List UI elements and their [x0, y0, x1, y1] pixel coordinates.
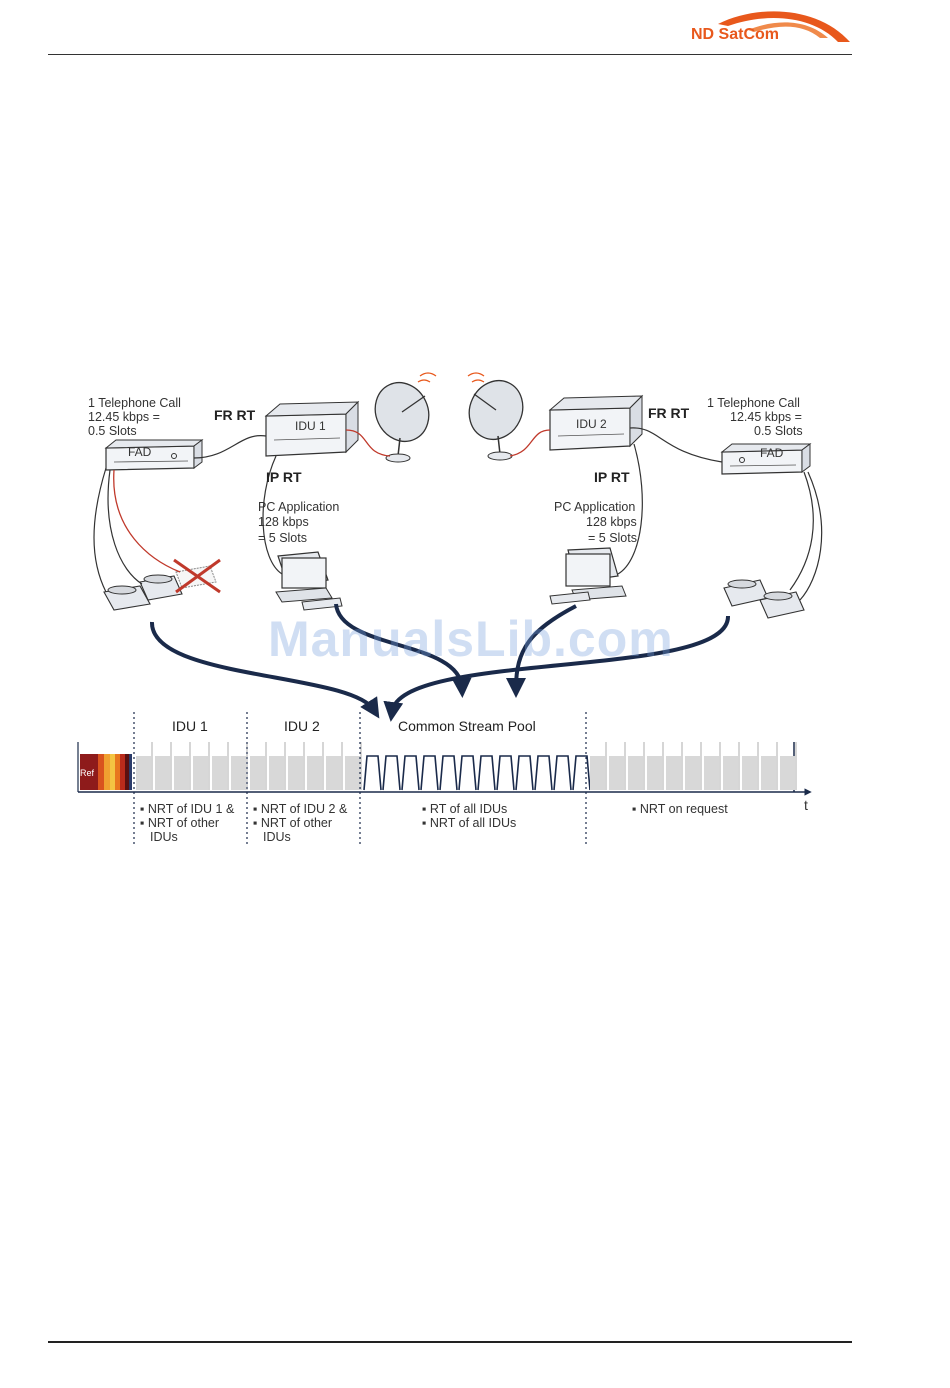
- time-axis-label: t: [804, 797, 808, 813]
- slot: [231, 756, 246, 790]
- slot: [288, 756, 303, 790]
- left-satellite-dish-icon: [374, 372, 437, 463]
- right-pc-line2: 128 kbps: [586, 515, 637, 529]
- slot: [326, 756, 341, 790]
- slot: [723, 756, 738, 790]
- slot: [155, 756, 170, 790]
- grey-slots: [136, 742, 362, 790]
- pool-slots: [363, 755, 591, 791]
- header-divider: [48, 54, 852, 55]
- slot: [250, 756, 265, 790]
- slot: [666, 756, 681, 790]
- reference-burst-icon: [80, 754, 132, 790]
- brand-name: ND SatCom: [691, 26, 780, 43]
- pool-slot: [420, 755, 439, 791]
- slot: [174, 756, 189, 790]
- segment-pool-label: Common Stream Pool: [398, 718, 536, 734]
- right-pc-icon: [549, 547, 627, 605]
- right-idu-label: IDU 2: [576, 417, 607, 431]
- slot: [193, 756, 208, 790]
- segment-idu1-label: IDU 1: [172, 718, 208, 734]
- right-fr-rt-label: FR RT: [648, 405, 690, 421]
- note-idu2-line3: IDUs: [263, 830, 291, 844]
- pool-slot: [496, 755, 515, 791]
- left-pc-line3: = 5 Slots: [258, 531, 307, 545]
- note-idu1-line2: ▪ NRT of other: [140, 816, 220, 830]
- segment-idu2-label: IDU 2: [284, 718, 320, 734]
- footer-divider: [48, 1341, 852, 1343]
- slot: [590, 756, 605, 790]
- right-pc-line1: PC Application: [554, 500, 636, 514]
- left-call-line1: 1 Telephone Call: [88, 396, 181, 410]
- slot: [307, 756, 322, 790]
- slot: [780, 756, 795, 790]
- right-satellite-dish-icon: [467, 372, 524, 461]
- slot: [212, 756, 227, 790]
- pool-slot: [534, 755, 553, 791]
- left-idu-label: IDU 1: [295, 419, 326, 433]
- left-call-line3: 0.5 Slots: [88, 424, 137, 438]
- slot: [136, 756, 151, 790]
- watermark: ManualsLib.com: [268, 611, 674, 667]
- slot: [345, 756, 360, 790]
- right-idu-device-icon: [548, 394, 644, 451]
- pool-slot: [401, 755, 420, 791]
- right-phones-icon: [723, 579, 805, 619]
- left-pc-line2: 128 kbps: [258, 515, 309, 529]
- slot: [647, 756, 662, 790]
- left-phones-icon: [103, 558, 221, 611]
- pool-slot: [363, 755, 382, 791]
- slot: [761, 756, 776, 790]
- note-idu1-line3: IDUs: [150, 830, 178, 844]
- network-diagram: [77, 372, 823, 846]
- left-fad-device-icon: [104, 439, 204, 471]
- left-call-line2: 12.45 kbps =: [88, 410, 160, 424]
- right-ip-rt-label: IP RT: [594, 469, 630, 485]
- slot: [609, 756, 624, 790]
- left-fr-rt-label: FR RT: [214, 407, 256, 423]
- right-call-line1: 1 Telephone Call: [707, 396, 800, 410]
- slot: [269, 756, 284, 790]
- note-idu2-line2: ▪ NRT of other: [253, 816, 333, 830]
- slot: [742, 756, 757, 790]
- pool-slot: [553, 755, 572, 791]
- pool-slot: [439, 755, 458, 791]
- left-pc-icon: [275, 551, 343, 611]
- slot: [704, 756, 719, 790]
- pool-slot: [382, 755, 401, 791]
- pool-slot: [515, 755, 534, 791]
- left-idu-device-icon: [264, 400, 360, 457]
- note-idu1-line1: ▪ NRT of IDU 1 &: [140, 802, 235, 816]
- slot: [628, 756, 643, 790]
- note-pool-line2: ▪ NRT of all IDUs: [422, 816, 517, 830]
- pool-slot: [572, 755, 591, 791]
- pool-slot: [477, 755, 496, 791]
- ref-label: Ref: [80, 768, 95, 778]
- note-pool-line1: ▪ RT of all IDUs: [422, 802, 508, 816]
- note-idu2-line1: ▪ NRT of IDU 2 &: [253, 802, 348, 816]
- left-ip-rt-label: IP RT: [266, 469, 302, 485]
- note-request-line1: ▪ NRT on request: [632, 802, 728, 816]
- request-slots: [590, 742, 797, 790]
- left-fad-label: FAD: [128, 445, 152, 459]
- right-call-line2: 12.45 kbps =: [730, 410, 802, 424]
- right-call-line3: 0.5 Slots: [754, 424, 803, 438]
- right-fad-device-icon: [720, 443, 812, 475]
- right-fad-label: FAD: [760, 446, 784, 460]
- pool-slot: [458, 755, 477, 791]
- left-pc-line1: PC Application: [258, 500, 340, 514]
- right-pc-line3: = 5 Slots: [588, 531, 637, 545]
- slot: [685, 756, 700, 790]
- brand-logo-swoosh-icon: [718, 11, 850, 43]
